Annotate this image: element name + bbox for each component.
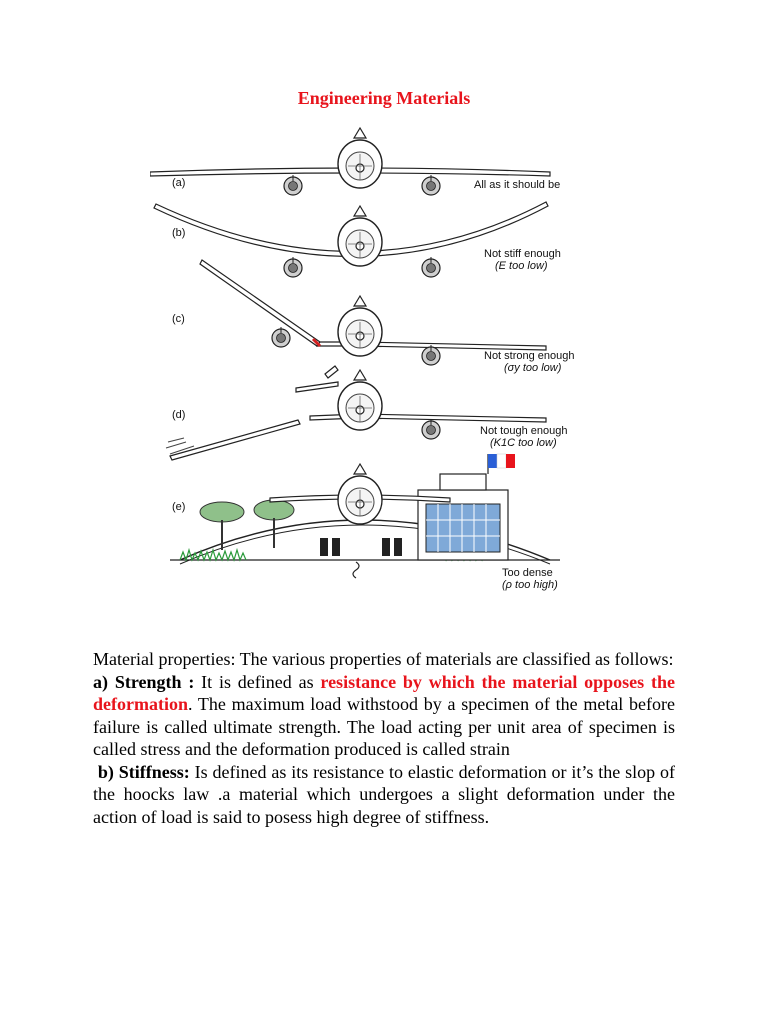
panel-b-sub: (E too low) (495, 260, 548, 272)
panel-b: (b) Not stiff enough (E too low) (153, 201, 561, 278)
panel-e-label: (e) (172, 501, 185, 513)
airplane-material-properties-figure: (a) All as it should be (b) Not stiff en… (150, 120, 610, 600)
strength-paragraph: a) Strength : It is defined as resistanc… (93, 671, 675, 761)
stiffness-paragraph: b) Stiffness: Is defined as its resistan… (93, 761, 675, 829)
panel-c-sub: (σy too low) (504, 362, 562, 374)
panel-c-label: (c) (172, 313, 185, 325)
panel-e-sub: (ρ too high) (502, 579, 558, 591)
body-text: Material properties: The various propert… (93, 648, 675, 828)
stiffness-body: Is defined as its resistance to elastic … (93, 761, 676, 827)
page-title: Engineering Materials (297, 88, 471, 108)
panel-a-caption: All as it should be (474, 179, 560, 191)
panel-c: (c) Not strong enough (σy too low) (172, 259, 575, 374)
stiffness-heading: b) Stiffness: (97, 761, 190, 782)
strength-heading: a) Strength : (93, 671, 195, 692)
airplane-illustration: (a) All as it should be (b) Not stiff en… (150, 127, 575, 591)
strength-pre: It is defined as (194, 671, 321, 692)
panel-c-caption: Not strong enough (484, 350, 575, 362)
panel-d-caption: Not tough enough (480, 425, 567, 437)
panel-e: (e) Too dense (ρ too high) (170, 453, 560, 591)
intro-paragraph: Material properties: The various propert… (93, 649, 674, 669)
panel-b-caption: Not stiff enough (484, 248, 561, 260)
strength-highlight: resistance by which the material opposes… (93, 671, 675, 715)
panel-e-caption: Too dense (502, 567, 553, 579)
strength-post: . The maximum load withstood by a specim… (93, 694, 675, 759)
panel-d-sub: (K1C too low) (490, 437, 557, 449)
panel-a-label: (a) (172, 177, 185, 189)
panel-d: (d) Not tough enough (K1C too low) (165, 365, 567, 461)
panel-a: (a) All as it should be (150, 127, 560, 196)
panel-d-label: (d) (172, 409, 185, 421)
panel-b-label: (b) (172, 227, 185, 239)
